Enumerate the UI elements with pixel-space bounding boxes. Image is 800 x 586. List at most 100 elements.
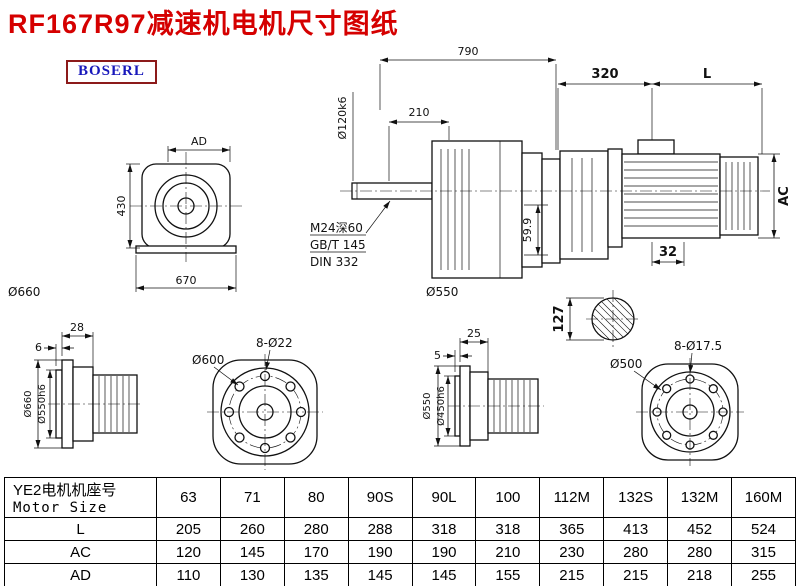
size-column-90S: 90S xyxy=(347,477,413,518)
table-cell: 155 xyxy=(475,563,541,586)
dim-view2-600: Ø600 xyxy=(192,353,239,386)
size-column-160M: 160M xyxy=(731,477,796,518)
table-cell: 318 xyxy=(411,517,477,541)
flange-profile-view-2 xyxy=(448,365,544,447)
size-column-132M: 132M xyxy=(667,477,733,518)
dim-210: 210 xyxy=(388,106,450,181)
table-cell: 260 xyxy=(219,517,285,541)
gearbox-front-view xyxy=(130,152,242,262)
dim-label-32: 32 xyxy=(659,245,677,260)
table-cell: 110 xyxy=(156,563,221,586)
table-cell: 215 xyxy=(603,563,669,586)
table-cell: 130 xyxy=(219,563,285,586)
dim-label-AD: AD xyxy=(191,135,207,148)
size-column-63: 63 xyxy=(156,477,221,518)
dim-32: 32 xyxy=(651,242,685,266)
dim-view3-5: 5 xyxy=(434,349,472,372)
table-cell: 120 xyxy=(156,540,221,564)
size-column-90L: 90L xyxy=(411,477,477,518)
dim-view4-500: Ø500 xyxy=(610,357,662,391)
dim-view1-550h6: Ø550h6 xyxy=(36,369,56,439)
dim-view3-450h6: Ø450h6 xyxy=(435,375,455,437)
dim-label-59-9: 59.9 xyxy=(521,218,534,243)
dim-label-6: 6 xyxy=(35,341,42,354)
dim-L: L xyxy=(652,67,763,154)
size-column-71: 71 xyxy=(219,477,285,518)
dim-view1-6: 6 xyxy=(35,341,74,366)
dim-label-v4-500: Ø500 xyxy=(610,357,642,371)
dim-label-v4-holes: 8-Ø17.5 xyxy=(674,339,722,353)
dim-label-AC: AC xyxy=(777,186,792,206)
dim-label-v1-660: Ø660 xyxy=(22,391,34,418)
flange-face-view-2 xyxy=(636,358,744,466)
dim-shaft-diameter: Ø120k6 xyxy=(336,92,354,181)
dim-label-v1-550h6: Ø550h6 xyxy=(36,384,48,424)
size-column-132S: 132S xyxy=(603,477,669,518)
dim-view1-28: 28 xyxy=(61,321,94,371)
table-cell: 318 xyxy=(475,517,541,541)
dim-label-790: 790 xyxy=(458,45,479,58)
table-cell: 135 xyxy=(283,563,349,586)
dim-label-430: 430 xyxy=(115,196,128,217)
table-cell: 524 xyxy=(731,517,796,541)
table-cell: 280 xyxy=(603,540,669,564)
table-cell: 190 xyxy=(411,540,477,564)
dim-430: 430 xyxy=(115,163,140,249)
dim-59-9: 59.9 xyxy=(521,204,548,256)
dim-127: 127 xyxy=(552,297,604,341)
dim-label-210: 210 xyxy=(409,106,430,119)
dim-label-v3-450h6: Ø450h6 xyxy=(435,386,447,426)
note-tap-hole: M24深60 xyxy=(310,221,363,235)
page-title: RF167R97减速机电机尺寸图纸 xyxy=(8,9,399,39)
dim-label-shaft-dia: Ø120k6 xyxy=(336,96,349,139)
gearbox-side-view xyxy=(351,140,609,279)
table-cell: 170 xyxy=(283,540,349,564)
dim-label-28: 28 xyxy=(70,321,84,334)
table-cell: 452 xyxy=(667,517,733,541)
row-label-AD: AD xyxy=(4,563,157,586)
dim-320: 320 xyxy=(557,67,653,150)
motor-size-label-en: Motor Size xyxy=(13,500,108,516)
size-column-100: 100 xyxy=(475,477,541,518)
motor-size-label-cn: YE2电机机座号 xyxy=(13,482,117,499)
dim-label-25: 25 xyxy=(467,327,481,340)
note-gbt-standard: GB/T 145 xyxy=(310,238,366,252)
dim-view3-25: 25 xyxy=(459,327,489,375)
dim-view2-holes: 8-Ø22 xyxy=(256,336,293,371)
table-cell: 280 xyxy=(667,540,733,564)
table-cell: 365 xyxy=(539,517,605,541)
table-cell: 218 xyxy=(667,563,733,586)
dim-label-v3-550: Ø550 xyxy=(421,393,433,420)
table-cell: 145 xyxy=(219,540,285,564)
dim-view1-660: Ø660 xyxy=(22,359,62,449)
flange-face-view-1 xyxy=(207,354,323,470)
dim-label-5: 5 xyxy=(434,349,441,362)
label-flange-660: Ø660 xyxy=(8,285,40,299)
row-label-L: L xyxy=(4,517,157,541)
output-shaft-section-view xyxy=(586,290,640,348)
table-cell: 145 xyxy=(347,563,413,586)
table-cell: 190 xyxy=(347,540,413,564)
table-cell: 280 xyxy=(283,517,349,541)
table-cell: 288 xyxy=(347,517,413,541)
dim-670: 670 xyxy=(135,255,237,292)
row-label-AC: AC xyxy=(4,540,157,564)
dim-label-v2-600: Ø600 xyxy=(192,353,224,367)
label-flange-550: Ø550 xyxy=(426,285,458,299)
size-column-112M: 112M xyxy=(539,477,605,518)
dim-AD: AD xyxy=(167,135,231,162)
dim-label-v2-holes: 8-Ø22 xyxy=(256,336,293,350)
dim-AC: AC xyxy=(758,153,792,239)
dim-view3-550: Ø550 xyxy=(421,365,460,447)
technical-drawing: 790 320 L 210 Ø120k6 M24深60 GB/T 145 xyxy=(8,45,792,470)
dim-label-670: 670 xyxy=(176,274,197,287)
brand-logo: BOSERL xyxy=(66,60,157,84)
motor-side-view xyxy=(607,139,759,248)
dim-label-320: 320 xyxy=(591,67,618,82)
